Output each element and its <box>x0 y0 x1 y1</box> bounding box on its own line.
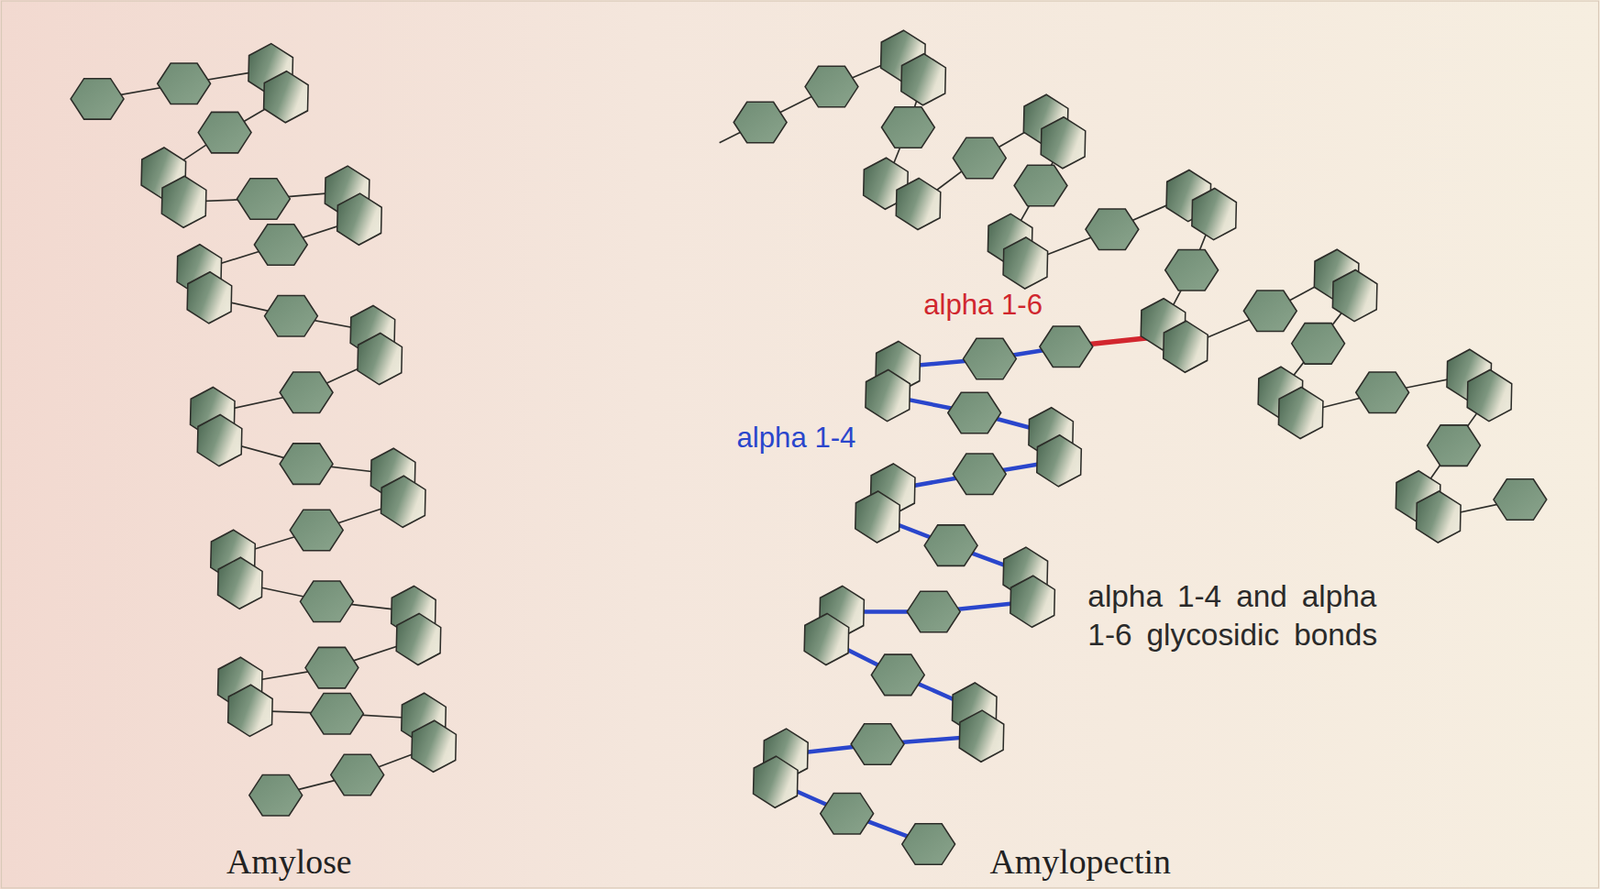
glucose-ring <box>805 66 859 107</box>
glucose-ring <box>386 607 452 672</box>
glucose-ring <box>310 693 365 734</box>
glucose-ring <box>1243 290 1297 332</box>
glucose-ring <box>400 715 466 779</box>
glucose-ring <box>948 392 1002 433</box>
annotation-note: alpha 1-4 and alpha 1-6 glycosidic bonds <box>1087 577 1394 654</box>
glucose-ring <box>70 78 124 120</box>
glucose-ring <box>151 170 217 234</box>
glucose-ring <box>1322 264 1388 328</box>
glucose-ring <box>346 327 412 391</box>
glucose-ring <box>902 824 956 865</box>
glucose-ring <box>948 705 1015 769</box>
glucose-ring <box>331 754 385 795</box>
glucose-ring <box>1180 182 1247 246</box>
glucose-ring <box>890 47 956 111</box>
glycosidic-bonds <box>97 55 1521 845</box>
glucose-ring <box>1493 479 1547 520</box>
structure-name: Amylose <box>226 842 353 883</box>
glucose-ring <box>1014 165 1068 206</box>
glucose-ring <box>1427 425 1481 466</box>
structure-name: Amylopectin <box>989 842 1171 883</box>
glucose-ring <box>850 724 905 765</box>
bond-label: alpha 1-6 <box>923 288 1043 322</box>
glucose-ring <box>176 265 243 330</box>
glucose-ring <box>952 453 1006 495</box>
glucose-ring <box>305 647 359 688</box>
glucose-ring <box>157 63 211 104</box>
glucose-ring <box>885 172 951 236</box>
glucose-ring <box>1405 485 1471 549</box>
glucose-ring <box>1291 323 1346 365</box>
glucose-ring <box>253 65 319 129</box>
glucose-ring <box>1356 372 1410 413</box>
glucose-ring <box>820 793 874 834</box>
glucose-ring <box>249 774 303 816</box>
glucose-ring <box>1026 429 1092 493</box>
glucose-ring <box>279 372 333 413</box>
glucose-ring <box>1268 381 1334 445</box>
glucose-ring <box>999 570 1065 634</box>
glucose-ring <box>198 111 252 153</box>
glucose-ring <box>370 470 436 534</box>
glucose-ring <box>326 187 392 252</box>
glucose-ring <box>733 101 787 143</box>
bond-label: alpha 1-4 <box>737 421 857 455</box>
glucose-ring <box>236 178 290 220</box>
glucose-ring <box>924 525 978 566</box>
glucose-ring <box>844 485 910 549</box>
glucose-ring <box>187 408 253 473</box>
glucose-ring <box>1456 364 1523 428</box>
glucose-ring <box>299 581 354 622</box>
glucose-ring <box>962 338 1016 379</box>
glucose-ring <box>264 296 318 337</box>
glucose-ring <box>289 509 343 551</box>
glucose-ring <box>1039 326 1093 367</box>
glucose-ring <box>906 591 960 632</box>
glucose-ring <box>1152 315 1218 379</box>
glucose-ring <box>794 607 860 672</box>
glucose-rings <box>70 24 1547 866</box>
glucose-ring <box>1085 209 1139 250</box>
glucose-ring <box>1165 250 1219 291</box>
glucose-ring <box>871 654 925 696</box>
glucose-ring <box>952 137 1006 178</box>
glucose-ring <box>253 224 308 265</box>
glucose-ring <box>207 551 273 616</box>
glucose-ring <box>993 231 1059 295</box>
glucose-ring <box>217 679 283 743</box>
glucose-ring <box>854 364 920 428</box>
glucose-ring <box>742 750 808 815</box>
glucose-ring <box>881 107 935 148</box>
glucose-ring <box>279 443 333 485</box>
